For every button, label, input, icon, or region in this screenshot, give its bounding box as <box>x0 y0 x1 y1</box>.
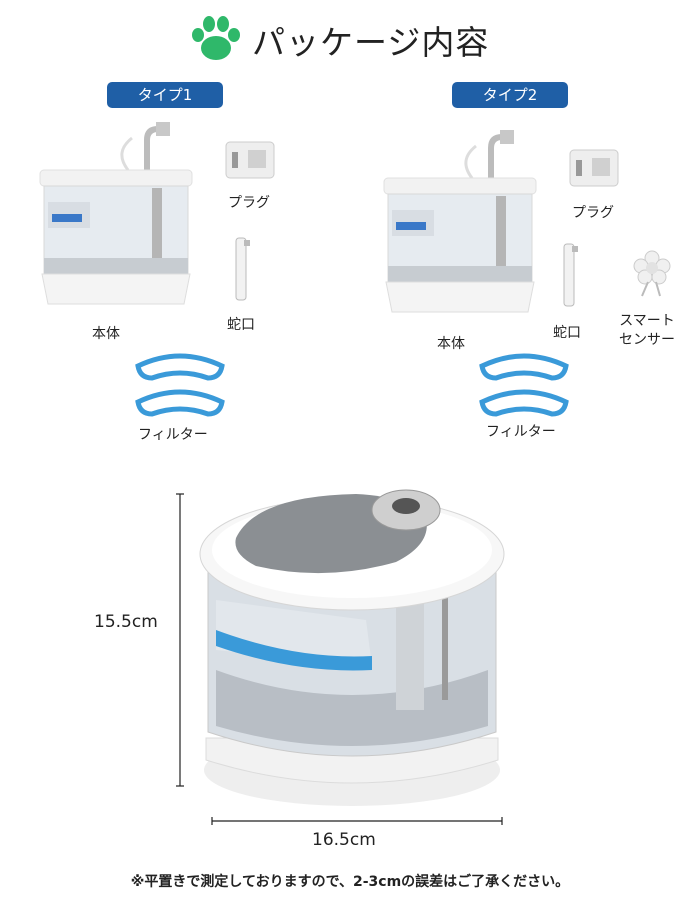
type1-plug-label: プラグ <box>228 195 270 211</box>
type1-badge: タイプ1 <box>107 82 223 108</box>
type2-sensor-label-line1: スマート <box>619 313 675 329</box>
type2-plug-label: プラグ <box>572 205 614 221</box>
width-dimension-label: 16.5cm <box>312 830 376 850</box>
spout-image-type2 <box>563 243 578 307</box>
smart-sensor-image <box>633 250 671 297</box>
fountain-large-image <box>199 489 505 806</box>
fountain-body-image-type2 <box>383 130 537 313</box>
type1-filter-label: フィルター <box>138 427 208 443</box>
height-dimension-label: 15.5cm <box>94 612 158 632</box>
type1-spout-label: 蛇口 <box>227 317 255 333</box>
width-dimension-line <box>211 817 503 825</box>
footnote: ※平置きで測定しておりますので、2-3cmの誤差はご了承ください。 <box>130 874 570 890</box>
type2-body-label: 本体 <box>437 336 465 352</box>
paw-icon <box>192 16 240 60</box>
filter-image <box>135 353 225 417</box>
type2-spout-label: 蛇口 <box>553 325 581 341</box>
spout-image <box>235 237 250 301</box>
height-dimension-line <box>176 493 184 787</box>
type2-filter-label: フィルター <box>486 424 556 440</box>
type1-body-label: 本体 <box>92 326 120 342</box>
plug-image <box>225 141 275 179</box>
fountain-body-image <box>39 122 193 305</box>
page-title: パッケージ内容 <box>252 23 490 62</box>
plug-image-type2 <box>569 149 619 187</box>
filter-image-type2 <box>479 353 569 417</box>
type2-badge: タイプ2 <box>452 82 568 108</box>
type2-sensor-label-line2: センサー <box>619 332 675 348</box>
